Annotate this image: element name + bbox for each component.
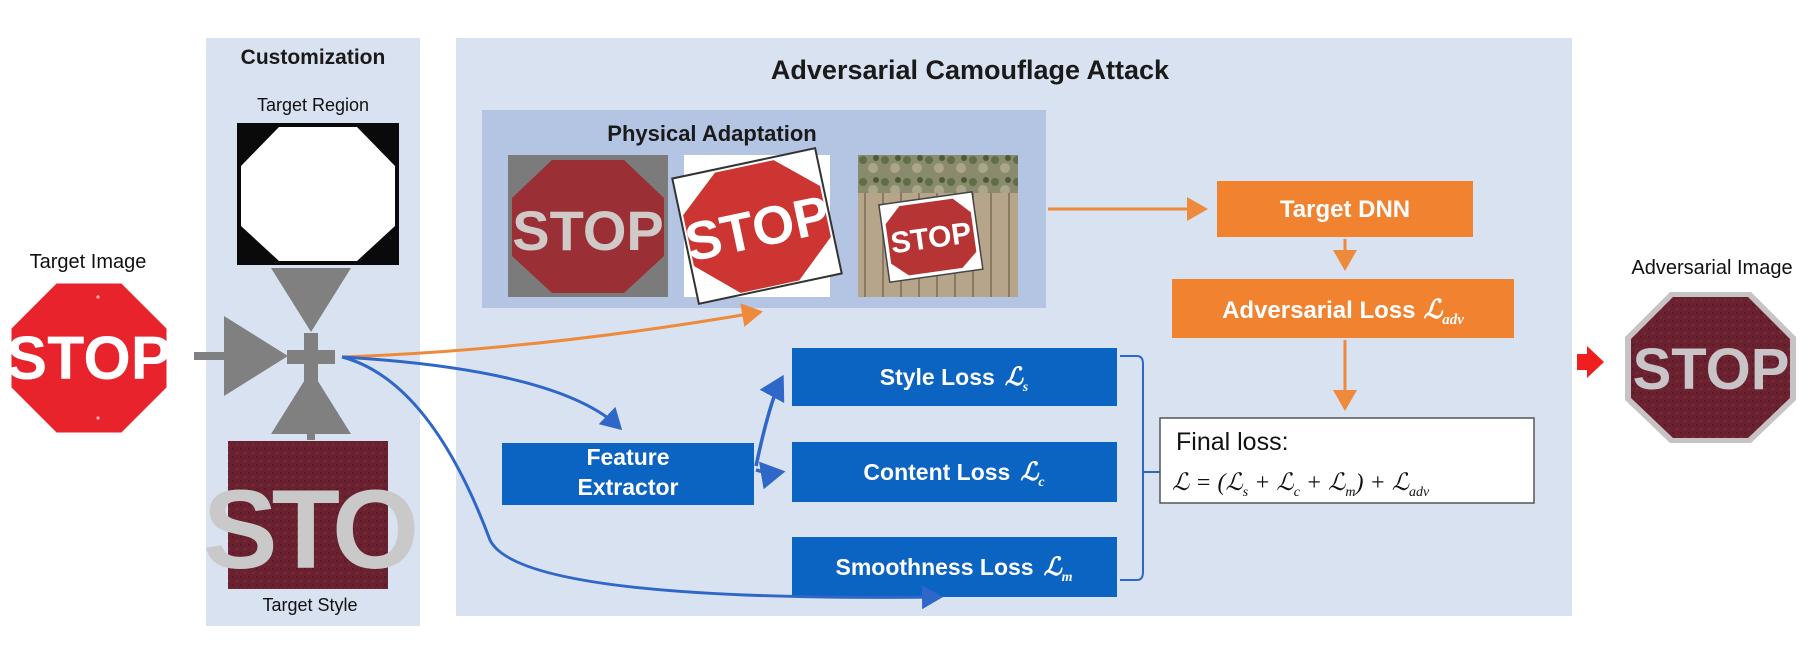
target-style-image: STO: [203, 441, 421, 592]
loss-bracket: [1120, 355, 1144, 581]
physical-variant-3: STOP: [858, 155, 1018, 297]
target-image-label: Target Image: [30, 251, 147, 273]
adversarial-image-label: Adversarial Image: [1631, 257, 1792, 279]
physical-variant-1: STOP: [508, 155, 668, 297]
merge-to-feature-arrow: [341, 355, 623, 431]
style-loss-box: [792, 348, 1117, 406]
feature-to-content-arrow: [755, 461, 786, 490]
merge-to-smoothness-arrow: [341, 355, 943, 610]
red-arrow-icon: [1577, 346, 1604, 378]
final-loss-formula: ℒ = (ℒs + ℒc + ℒm) + ℒadv: [1172, 470, 1430, 500]
final-loss-box: [1159, 417, 1535, 504]
attack-title: Adversarial Camouflage Attack: [771, 55, 1170, 85]
target-region-mask: [237, 123, 399, 265]
final-loss-title: Final loss:: [1176, 428, 1289, 456]
target-region-label: Target Region: [257, 95, 369, 115]
merge-plus-icon: [287, 333, 335, 381]
adversarial-image-stop-text: STOP: [1633, 337, 1790, 402]
content-loss-box: [792, 442, 1117, 502]
physical-variant-2: STOP: [671, 147, 843, 305]
physical-adaptation-title: Physical Adaptation: [607, 121, 816, 146]
feature-extractor-box: [502, 443, 754, 505]
target-style-label: Target Style: [262, 595, 357, 615]
feature-to-style-arrow: [754, 374, 785, 467]
target-style-text: STO: [203, 467, 415, 592]
target-image-stop-text: STOP: [7, 324, 172, 392]
adversarial-image: STOP: [1618, 283, 1804, 445]
target-dnn-text: Target DNN: [1280, 196, 1410, 223]
feature-extractor-line2: Extractor: [578, 474, 679, 500]
target-dnn-box: [1217, 181, 1473, 237]
physical-variant-1-text: STOP: [512, 199, 663, 262]
adversarial-loss-box: [1172, 279, 1514, 338]
merge-to-physical-arrow: [341, 303, 763, 359]
feature-extractor-line1: Feature: [586, 444, 669, 470]
smoothness-loss-box: [792, 537, 1117, 597]
customization-title: Customization: [241, 46, 386, 69]
target-image: STOP: [5, 277, 172, 436]
